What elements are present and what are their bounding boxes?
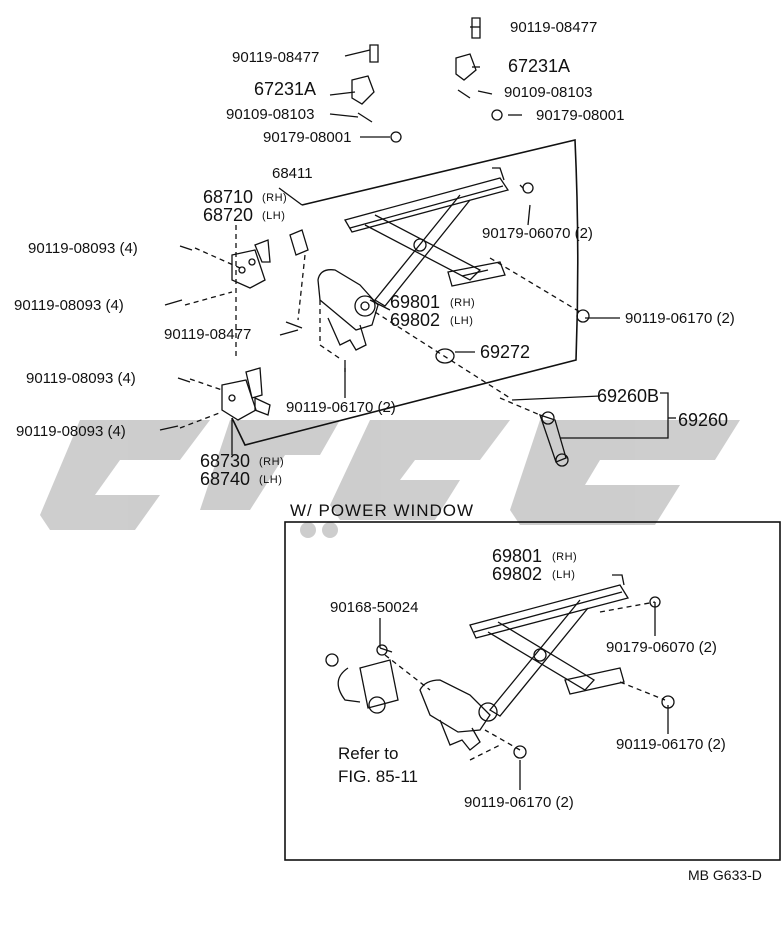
nut-06070 <box>522 182 534 194</box>
label-pw-69802-lh: (LH) <box>552 569 576 581</box>
label-68720: 68720 <box>203 205 254 225</box>
label-90119-08093-b: 90119-08093 (4) <box>14 297 124 314</box>
pw-bolt-right <box>661 695 675 709</box>
label-pw-90179-06070: 90179-06070 (2) <box>606 639 717 656</box>
label-67231A-right: 67231A <box>508 56 571 76</box>
bolt-top-left <box>369 44 379 63</box>
bolt-08093-c <box>177 377 191 383</box>
label-90119-08477-top: 90119-08477 <box>510 19 598 36</box>
label-69802-lh: (LH) <box>450 315 474 327</box>
label-pw-90119-06170-bottom: 90119-06170 (2) <box>464 794 574 811</box>
label-90119-08477-left: 90119-08477 <box>232 49 320 66</box>
label-90119-08093-c: 90119-08093 (4) <box>26 370 136 387</box>
refer-to-line2: FIG. 85-11 <box>338 767 418 786</box>
power-window-frame <box>284 521 781 861</box>
label-68720-lh: (LH) <box>262 210 286 222</box>
label-pw-90168-50024: 90168-50024 <box>330 599 419 616</box>
pw-regulator-arms <box>487 599 596 717</box>
label-90179-08001-left: 90179-08001 <box>263 129 352 146</box>
bolt-08093-a <box>179 245 193 251</box>
pw-bolt-bottom <box>513 745 527 759</box>
label-68740-lh: (LH) <box>259 474 283 486</box>
label-68730-rh: (RH) <box>259 456 285 468</box>
bracket-67231A-right <box>455 53 477 81</box>
pw-nut <box>649 596 661 608</box>
screw-right <box>457 89 471 99</box>
hinge-bracket-upper <box>231 239 271 289</box>
nut-left <box>390 131 402 143</box>
bolt-08093-d <box>159 425 179 431</box>
label-69801: 69801 <box>390 292 441 312</box>
label-pw-69801: 69801 <box>492 546 543 566</box>
refer-to-line1: Refer to <box>338 744 399 763</box>
figure-code: MB G633-D <box>688 867 762 883</box>
door-outline <box>231 138 579 446</box>
label-69801-rh: (RH) <box>450 297 476 309</box>
label-68740: 68740 <box>200 469 251 489</box>
hinge-bracket-lower <box>221 367 271 421</box>
section-title-power-window: W/ POWER WINDOW <box>290 501 475 520</box>
pw-regulator-rail <box>469 574 630 639</box>
pw-screw <box>379 647 393 653</box>
label-pw-69801-rh: (RH) <box>552 551 578 563</box>
nut-right <box>491 109 503 121</box>
label-90119-08093-a: 90119-08093 (4) <box>28 240 138 257</box>
label-pw-90119-06170-right: 90119-06170 (2) <box>616 736 726 753</box>
regulator-rail-upper <box>344 167 510 233</box>
label-90119-08477-mid: 90119-08477 <box>164 326 252 343</box>
regulator-arms <box>364 194 482 307</box>
bracket-67231A-left <box>351 75 375 105</box>
label-90109-08103-right: 90109-08103 <box>504 84 593 101</box>
label-68730: 68730 <box>200 451 251 471</box>
bolt-06170-right <box>576 309 590 323</box>
bolt-08093-b <box>164 299 183 306</box>
label-90119-06170-right: 90119-06170 (2) <box>625 310 735 327</box>
label-67231A-left: 67231A <box>254 79 317 99</box>
clip <box>289 229 309 256</box>
label-69802: 69802 <box>390 310 441 330</box>
label-90119-06170-bottom: 90119-06170 (2) <box>286 399 396 416</box>
label-69260: 69260 <box>678 410 729 430</box>
label-90119-08093-d: 90119-08093 (4) <box>16 423 126 440</box>
label-68710: 68710 <box>203 187 254 207</box>
screw-left <box>357 112 373 123</box>
label-68710-rh: (RH) <box>262 192 288 204</box>
bolt-08477 <box>285 321 303 329</box>
watermark-logo <box>40 420 740 538</box>
label-90179-08001-right: 90179-08001 <box>536 107 625 124</box>
pw-motor <box>325 644 399 714</box>
pw-gear-plate <box>419 679 498 751</box>
label-pw-69802: 69802 <box>492 564 543 584</box>
washer <box>435 348 455 364</box>
gear-plate <box>317 269 379 351</box>
label-69260B: 69260B <box>597 386 660 406</box>
regulator-slide-lower <box>447 261 506 287</box>
window-handle <box>538 411 569 467</box>
label-69272: 69272 <box>480 342 531 362</box>
pw-slide <box>564 667 625 695</box>
label-90109-08103-left: 90109-08103 <box>226 106 315 123</box>
bolt-top-right <box>471 17 481 39</box>
label-90179-06070: 90179-06070 (2) <box>482 225 593 242</box>
label-68411: 68411 <box>272 165 313 182</box>
